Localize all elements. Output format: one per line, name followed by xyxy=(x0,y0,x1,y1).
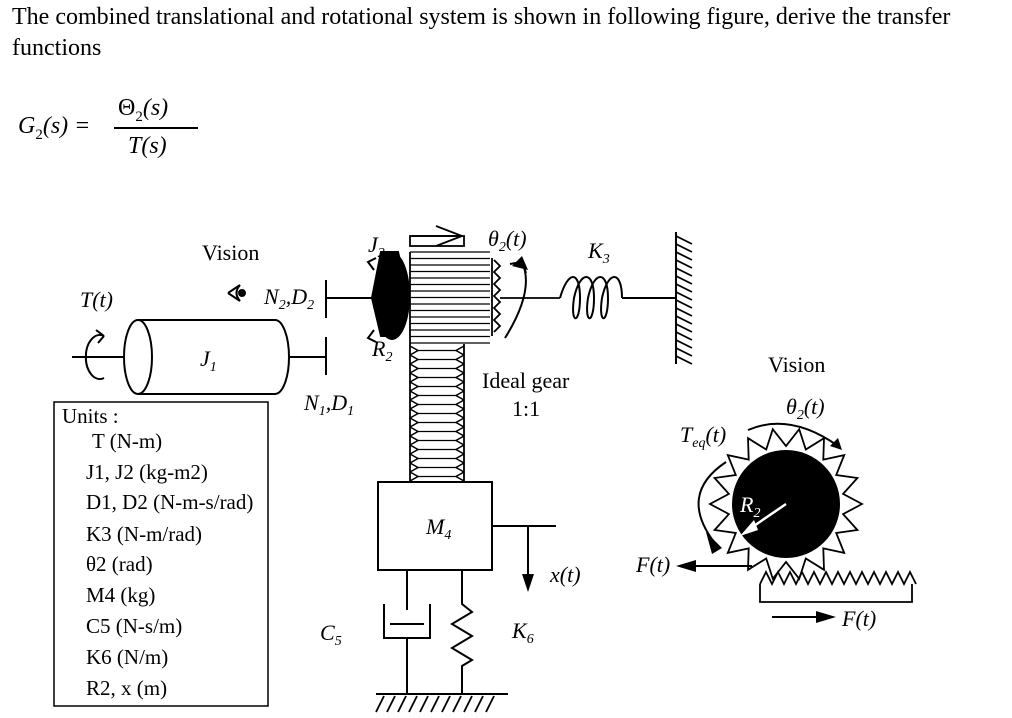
ground xyxy=(375,693,508,713)
j1-label: J1 xyxy=(200,346,217,375)
damper-c5 xyxy=(383,570,431,694)
r2-label-pinion: R2 xyxy=(371,336,392,365)
unit-angle: θ2 (rad) xyxy=(86,552,153,576)
displacement-arrow xyxy=(492,525,556,592)
theta2-arrow-top xyxy=(504,256,528,339)
inertia-j1-cylinder xyxy=(123,319,290,395)
gear-ratio-label: 1:1 xyxy=(512,396,540,421)
pinion-j2 xyxy=(366,251,411,343)
n2-d2-label: N2,D2 xyxy=(263,284,314,313)
formula-denominator: T(s) xyxy=(128,133,167,159)
gear-side-view xyxy=(708,427,864,581)
units-box xyxy=(53,401,269,707)
force-arrow-left xyxy=(676,560,752,572)
vision-label-right: Vision xyxy=(768,352,825,377)
rack-horizontal xyxy=(759,569,917,603)
displacement-label: x(t) xyxy=(549,562,581,587)
k6-label: K6 xyxy=(511,618,534,647)
spring-k3 xyxy=(559,276,676,319)
j2-label: J2 xyxy=(368,232,385,261)
units-title: Units : xyxy=(62,404,119,428)
m4-label: M4 xyxy=(425,514,451,543)
gear-body-j2 xyxy=(409,225,560,344)
n1-d1-label: N1,D1 xyxy=(303,390,354,419)
shaft-j1-n1 xyxy=(289,280,372,375)
force-label-left: F(t) xyxy=(635,552,670,577)
teq-arrow xyxy=(697,461,727,554)
spring-k6 xyxy=(450,570,474,694)
torque-input-label: T(t) xyxy=(80,287,113,312)
force-arrow-right xyxy=(772,611,836,623)
unit-mass: M4 (kg) xyxy=(86,583,155,607)
fixed-wall-right xyxy=(675,232,693,365)
mass-m4 xyxy=(377,481,493,571)
k3-label: K3 xyxy=(587,238,610,267)
input-torque-arrow xyxy=(72,329,125,380)
unit-length: R2, x (m) xyxy=(86,676,167,700)
unit-damping-rot: D1, D2 (N-m-s/rad) xyxy=(86,490,253,514)
vision-label-left: Vision xyxy=(202,240,259,265)
rack-vertical xyxy=(409,344,465,482)
theta2-label-right: θ2(t) xyxy=(786,394,825,423)
r2-label-gear: R2 xyxy=(739,492,760,521)
theta2-arrow-right xyxy=(747,422,842,450)
unit-stiffness-trans: K6 (N/m) xyxy=(86,645,168,669)
formula-lhs: G2(s) = xyxy=(18,113,91,143)
problem-statement: The combined translational and rotationa… xyxy=(12,4,951,61)
eye-icon-left xyxy=(227,284,246,302)
theta2-label-top: θ2(t) xyxy=(488,226,527,255)
formula-numerator: Θ2(s) xyxy=(118,95,169,125)
unit-inertia: J1, J2 (kg-m2) xyxy=(86,460,208,484)
unit-damping-trans: C5 (N-s/m) xyxy=(86,614,182,638)
ideal-gear-label: Ideal gear xyxy=(482,368,570,393)
unit-torque: T (N-m) xyxy=(92,429,162,453)
force-label-right: F(t) xyxy=(841,606,876,631)
teq-label: Teq(t) xyxy=(680,422,726,451)
unit-stiffness-rot: K3 (N-m/rad) xyxy=(86,522,202,546)
c5-label: C5 xyxy=(320,620,342,649)
fraction-bar xyxy=(114,127,198,129)
